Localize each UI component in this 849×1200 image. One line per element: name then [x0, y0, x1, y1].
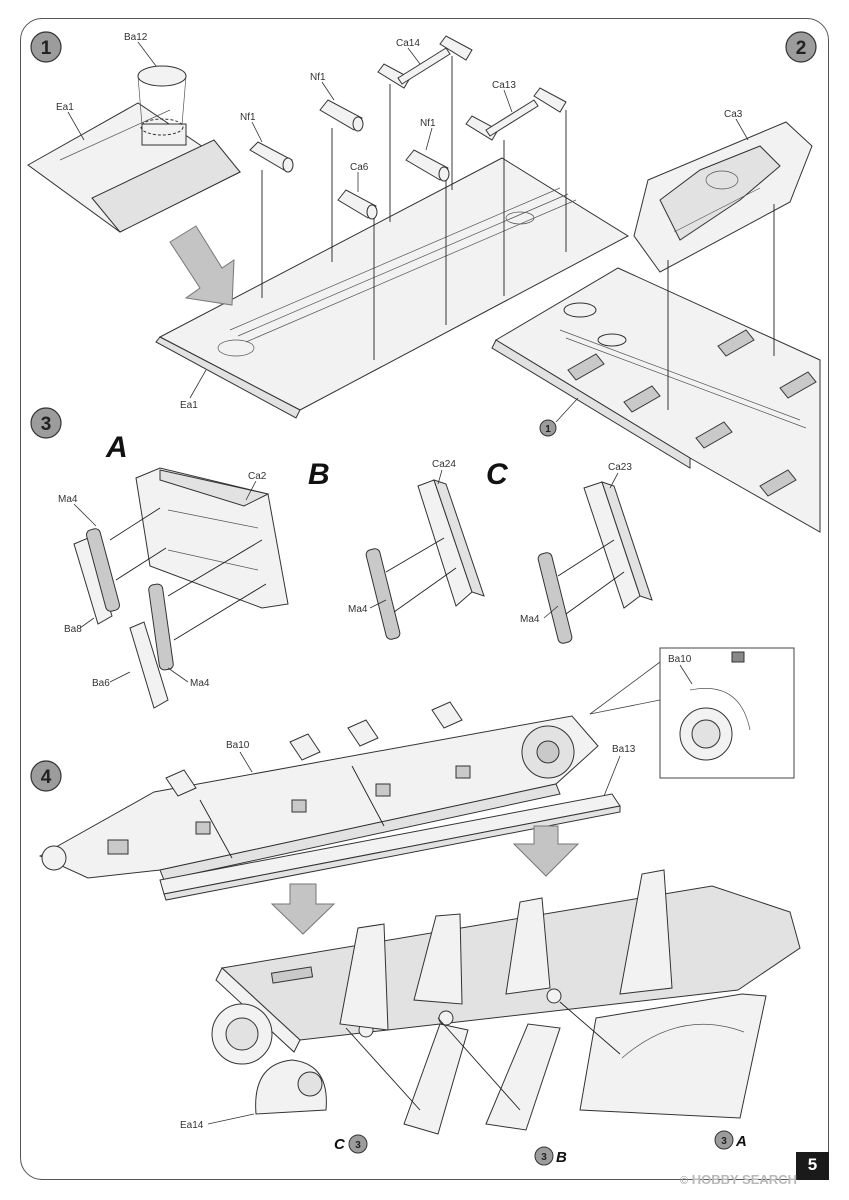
label-ba13: Ba13 — [612, 744, 636, 755]
part-nf1-right — [405, 149, 450, 182]
subassembly-c — [403, 1023, 469, 1135]
svg-text:Ca14: Ca14 — [396, 38, 420, 49]
svg-text:A: A — [735, 1133, 747, 1150]
step-1-leaders — [261, 56, 567, 360]
part-ba10 — [38, 701, 599, 881]
assembly-arrow-step4-right — [512, 825, 580, 877]
part-ca14 — [377, 35, 473, 89]
label-ma4-c: Ma4 — [520, 614, 540, 625]
svg-text:3: 3 — [355, 1140, 361, 1151]
label-ea14: Ea14 — [180, 1120, 204, 1131]
part-ca23 — [583, 481, 653, 609]
ref-b3: 3 B — [534, 1146, 567, 1166]
part-ba8 — [73, 537, 113, 625]
part-nf1-center — [319, 99, 364, 132]
svg-text:3: 3 — [41, 414, 52, 435]
svg-text:3: 3 — [541, 1152, 547, 1163]
label-ba8: Ba8 — [64, 624, 82, 635]
label-ca23: Ca23 — [608, 462, 632, 473]
ref-a3: 3 A — [714, 1130, 747, 1150]
page-number: 5 — [807, 1155, 818, 1174]
ba10-detail-inset: Ba10 — [589, 647, 795, 779]
subassembly-b — [485, 1023, 561, 1131]
step-3-badge: 3 — [30, 407, 62, 439]
svg-text:3: 3 — [721, 1136, 727, 1147]
page-frame — [20, 18, 829, 1180]
svg-text:Ca6: Ca6 — [350, 162, 369, 173]
variant-c-label: C — [486, 458, 509, 491]
label-ma4-a2: Ma4 — [190, 678, 210, 689]
spring-ma4-a2 — [148, 583, 174, 671]
label-ba6: Ba6 — [92, 678, 110, 689]
step-1-labels: Ba12 Ea1 Nf1 Nf1 Nf1 Ca6 Ca14 Ca13 Ea1 — [56, 32, 516, 411]
svg-text:1: 1 — [545, 424, 551, 435]
step-4-badge: 4 — [30, 760, 62, 792]
subassembly-a — [579, 993, 767, 1119]
part-ea1-upper — [27, 102, 241, 233]
copyright-symbol: © — [680, 1175, 689, 1187]
part-hull-floor-assembled — [491, 267, 821, 533]
part-ca3 — [633, 121, 813, 273]
part-ca6 — [337, 189, 378, 220]
part-ca2-bracket — [135, 467, 289, 609]
part-ba12 — [137, 65, 187, 136]
svg-text:4: 4 — [41, 767, 52, 788]
part-ba6 — [129, 621, 169, 709]
label-ca24: Ca24 — [432, 459, 456, 470]
svg-text:1: 1 — [41, 38, 52, 59]
svg-text:Nf1: Nf1 — [240, 112, 256, 123]
label-ba10: Ba10 — [226, 740, 250, 751]
step-1-badge: 1 — [30, 31, 62, 63]
part-nf1-left — [249, 141, 294, 173]
svg-text:Ba12: Ba12 — [124, 32, 148, 43]
label-ma4-b: Ma4 — [348, 604, 368, 615]
watermark-brand: HOBBY SEARCH — [691, 1172, 797, 1187]
part-hull-floor — [155, 157, 630, 419]
assembly-arrow-step4-left — [270, 883, 336, 935]
step-2-badge: 2 — [785, 31, 817, 63]
svg-text:2: 2 — [796, 38, 807, 59]
variant-b-label: B — [308, 458, 330, 491]
svg-text:C: C — [334, 1136, 346, 1153]
bracket-assemblies — [339, 869, 673, 1031]
page-number-box — [796, 1152, 829, 1180]
spring-ma4-a1 — [85, 528, 121, 612]
label-ca3: Ca3 — [724, 109, 743, 120]
label-ca2: Ca2 — [248, 471, 267, 482]
label-ma4-a1: Ma4 — [58, 494, 78, 505]
svg-text:Nf1: Nf1 — [420, 118, 436, 129]
part-ea14 — [255, 1059, 327, 1115]
svg-text:Ca13: Ca13 — [492, 80, 516, 91]
variant-a-label: A — [105, 431, 128, 464]
svg-text:Ea1: Ea1 — [180, 400, 198, 411]
hobby-search-watermark: © HOBBY SEARCH — [680, 1172, 797, 1187]
part-ca13 — [465, 87, 567, 141]
step-2-ref-badge: 1 — [539, 397, 579, 437]
svg-text:Nf1: Nf1 — [310, 72, 326, 83]
spring-ma4-c — [537, 552, 573, 644]
ref-c3: C 3 — [334, 1134, 368, 1154]
part-ba13 — [159, 793, 621, 901]
svg-text:B: B — [556, 1149, 567, 1166]
part-ca24 — [417, 479, 485, 607]
svg-text:Ba10: Ba10 — [668, 654, 692, 665]
assembly-arrow-step1 — [169, 225, 235, 306]
spring-ma4-b — [365, 548, 401, 640]
svg-text:Ea1: Ea1 — [56, 102, 74, 113]
